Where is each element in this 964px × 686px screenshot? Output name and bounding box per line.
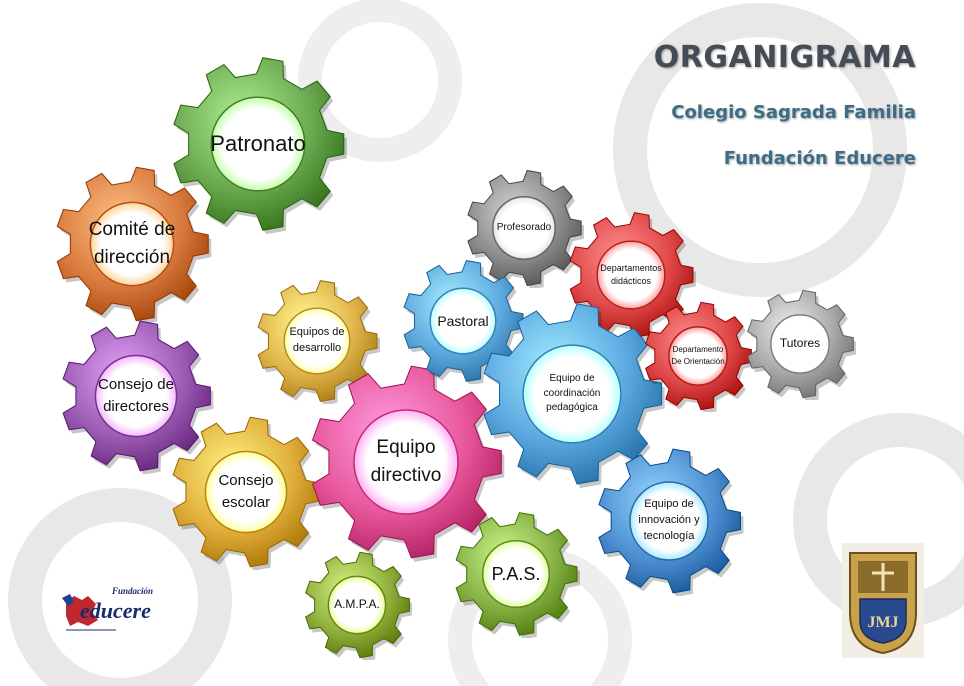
gear-ampa[interactable]: A.M.P.A. [302,550,412,660]
subtitle-school: Colegio Sagrada Familia [671,102,916,123]
page-title: ORGANIGRAMA [653,40,916,75]
gear-consejo-escolar[interactable]: Consejo escolar [168,414,324,570]
gear-label: A.M.P.A. [334,597,380,612]
gear-label: Comité de dirección [88,219,176,268]
gear-shape [257,280,380,404]
gear-equipos-desarrollo[interactable]: Equipos de desarrollo [254,278,380,404]
gear-consejo-directores[interactable]: Consejo de directores [58,318,214,474]
gear-shape [62,320,214,474]
gear-equipo-innovacion[interactable]: Equipo de innovación y tecnología [594,446,744,596]
gear-shape [311,365,505,562]
gear-shape [56,166,212,324]
gear-label: Equipo de innovación y tecnología [638,498,700,542]
gear-label: Pastoral [437,312,489,329]
gear-label: Profesorado [496,221,552,233]
gear-shape [569,212,696,340]
gear-label: Equipo de coordinación pedagógica [543,373,601,414]
gear-pas[interactable]: P.A.S. [452,510,580,638]
gear-label: Consejo escolar [218,472,274,511]
gear-departamentos-didacticos[interactable]: Departamentos didácticos [566,210,696,340]
educere-small-text: Fundación [112,586,154,596]
gear-tutores[interactable]: Tutores [744,288,856,400]
gear-equipo-directivo[interactable]: Equipo directivo [306,362,506,562]
gear-shape [467,169,584,288]
crest-text: JMJ [867,614,898,631]
gear-shape [304,551,412,660]
gear-patronato[interactable]: Patronato [168,54,348,234]
gear-comite-direccion[interactable]: Comité de dirección [52,164,212,324]
school-crest: JMJ [842,543,924,658]
gear-label: Equipos de desarrollo [289,326,345,354]
gear-shape [173,57,347,234]
gear-shape [483,303,665,488]
gear-label: Patronato [210,131,306,157]
gear-shape [598,448,744,596]
gear-label: Equipo directivo [370,437,442,486]
educere-map-icon [62,594,116,631]
gear-label: Tutores [779,336,821,351]
gear-shape [455,512,580,638]
crest-shield-icon: JMJ [842,543,924,658]
gear-shape [747,289,856,400]
subtitle-foundation: Fundación Educere [723,148,916,169]
gear-label: P.A.S. [491,563,541,584]
gear-label: Departamento De Orientación [671,345,725,366]
educere-logo: Fundación educere [60,586,180,642]
educere-main-text: educere [80,598,151,623]
gear-label: Consejo de directores [98,376,174,415]
gear-profesorado[interactable]: Profesorado [464,168,584,288]
gear-shape [172,416,324,570]
gear-label: Departamentos didácticos [600,262,662,286]
gear-shape [645,301,754,412]
gear-equipo-coordinacion[interactable]: Equipo de coordinación pedagógica [478,300,666,488]
gear-departamento-orientacion[interactable]: Departamento De Orientación [642,300,754,412]
